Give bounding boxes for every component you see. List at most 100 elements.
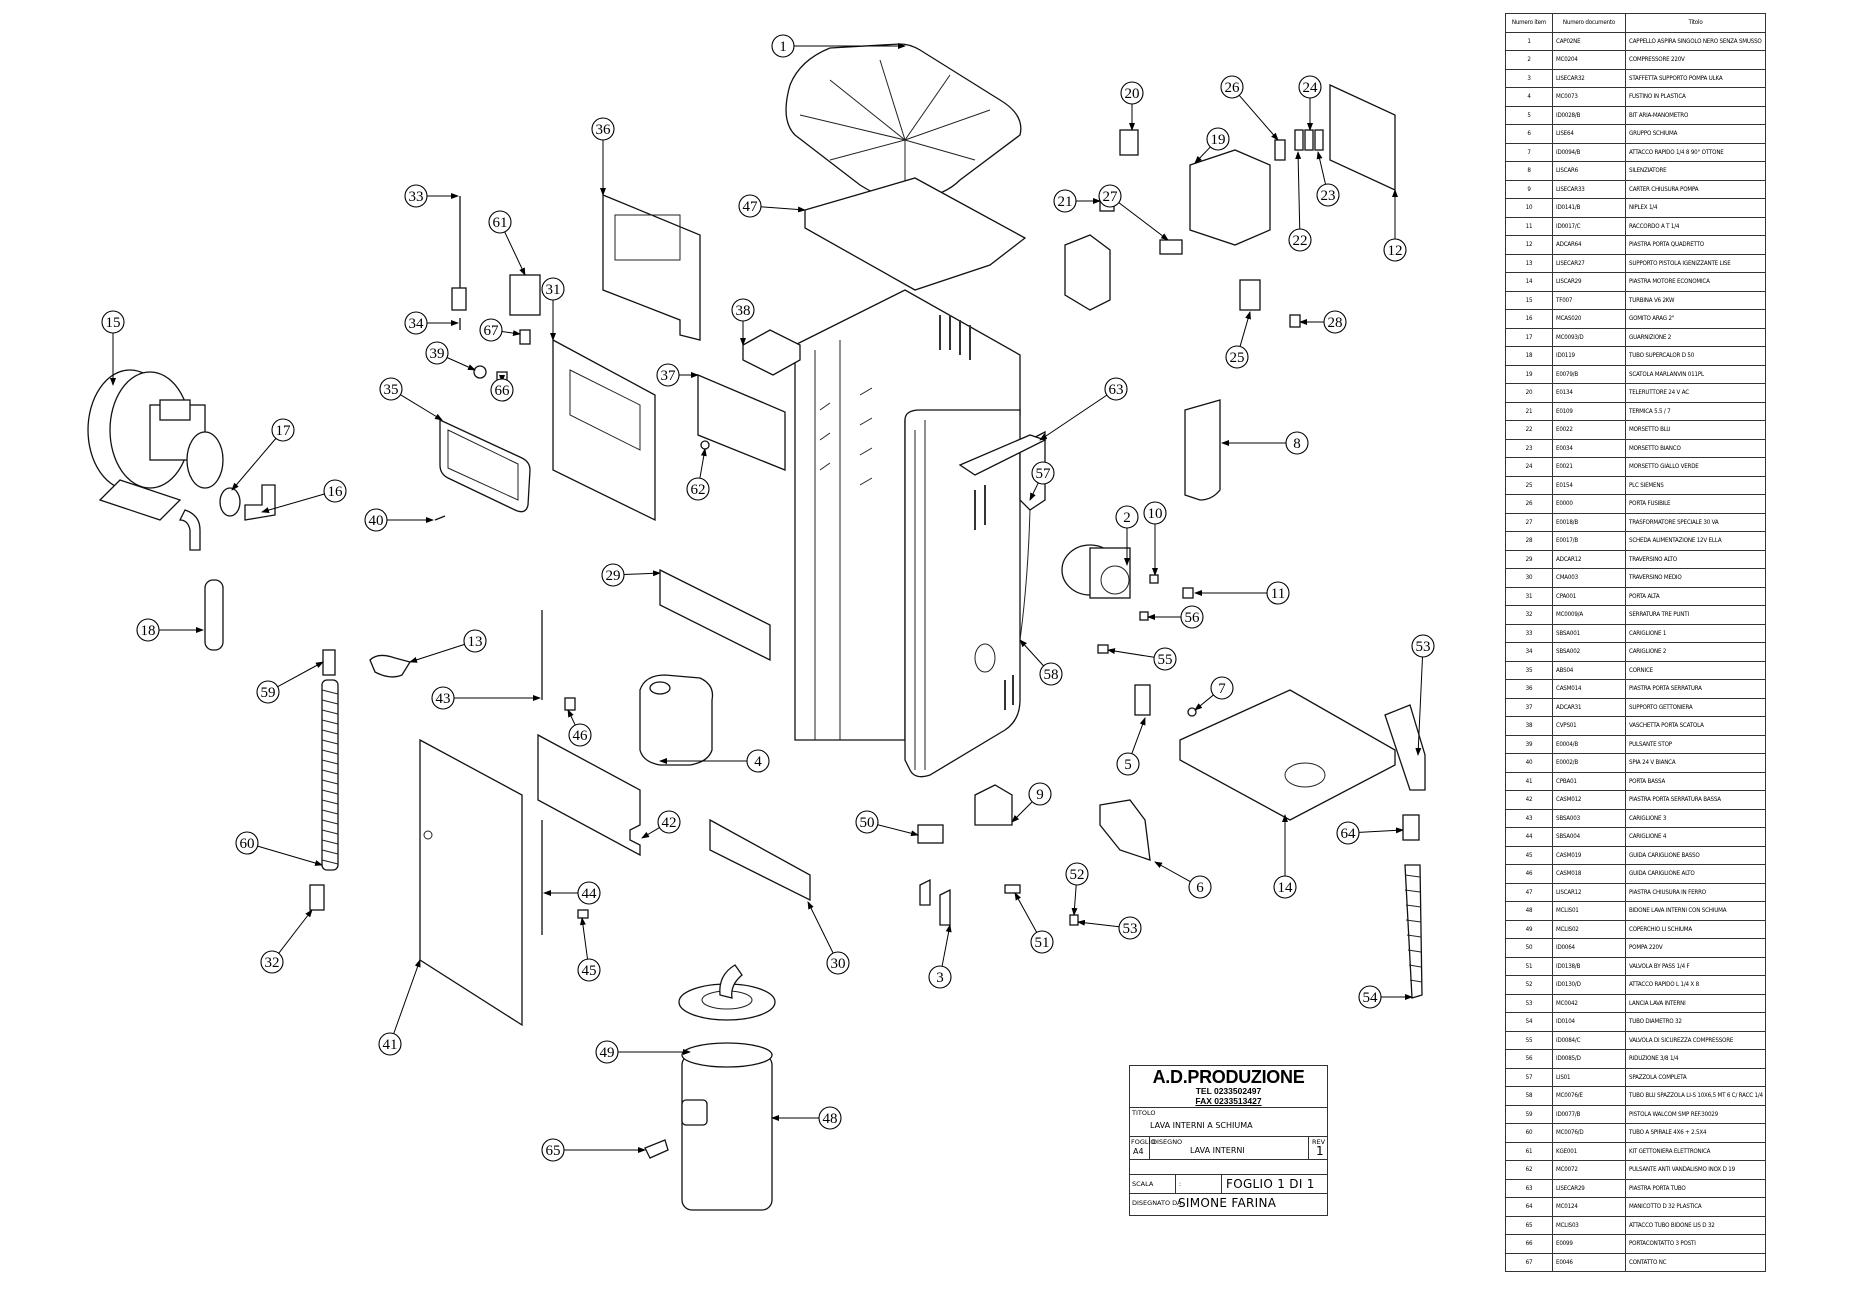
leader-line <box>446 357 476 371</box>
cell-title: PORTACONTATTO 3 POSTI <box>1625 1234 1766 1254</box>
balloon-circle <box>101 310 125 334</box>
balloon-circle <box>1316 183 1340 207</box>
part-quick-coupling-l <box>1069 914 1079 926</box>
cell-item-number: 8 <box>1505 161 1553 181</box>
balloon-circle <box>1098 184 1122 208</box>
balloon-number: 29 <box>606 568 621 584</box>
part-bypass-valve <box>1004 884 1021 894</box>
balloon-circle <box>656 363 680 387</box>
cell-document-number: CMA003 <box>1552 568 1626 588</box>
part-niplex <box>1149 574 1159 584</box>
cell-item-number: 9 <box>1505 179 1553 199</box>
cell-title: TERMICA 5.5 / 7 <box>1625 401 1766 421</box>
cell-title: PORTA FUSIBILE <box>1625 494 1766 514</box>
part-crossbar-top <box>659 568 771 662</box>
cell-document-number: LISCAR29 <box>1552 272 1626 292</box>
part-air-gauge <box>1134 684 1151 716</box>
cell-item-number: 52 <box>1505 975 1553 995</box>
cell-document-number: MCLIS02 <box>1552 919 1626 939</box>
part-closing-plate <box>804 177 1027 291</box>
cell-title: CARTER CHIUSURA POMPA <box>1625 179 1766 199</box>
callout-balloon: 56 <box>1180 605 1204 629</box>
cell-document-number: ADCAR64 <box>1552 235 1626 255</box>
cell-item-number: 42 <box>1505 790 1553 810</box>
callout-balloon: 4 <box>746 749 770 773</box>
cell-title: TRAVERSINO MEDIO <box>1625 568 1766 588</box>
balloon-number: 13 <box>468 634 483 650</box>
cell-document-number: E0002/B <box>1552 753 1626 773</box>
balloon-number: 15 <box>106 315 121 331</box>
part-pump-cover <box>974 784 1013 826</box>
cell-title: ATTACCO TUBO BIDONE LIS D 32 <box>1625 1215 1766 1235</box>
cell-item-number: 54 <box>1505 1012 1553 1032</box>
balloon-number: 45 <box>582 963 597 979</box>
cell-document-number: ID0104 <box>1552 1012 1626 1032</box>
cell-document-number: E0022 <box>1552 420 1626 440</box>
balloon-circle <box>771 34 795 58</box>
balloon-circle <box>1153 647 1177 671</box>
cell-document-number: ID0138/B <box>1552 956 1626 976</box>
leader-line <box>261 493 325 513</box>
cell-item-number: 22 <box>1505 420 1553 440</box>
balloon-number: 28 <box>1328 315 1343 331</box>
balloon-circle <box>136 618 160 642</box>
balloon-circle <box>1039 662 1063 686</box>
callout-balloon: 37 <box>656 363 680 387</box>
balloon-circle <box>1053 189 1077 213</box>
balloon-circle <box>601 563 625 587</box>
balloon-circle <box>1120 81 1144 105</box>
balloon-circle <box>271 418 295 442</box>
cell-document-number: LISECAR29 <box>1552 1178 1626 1198</box>
callout-balloon: 10 <box>1143 501 1167 525</box>
balloon-circle <box>488 210 512 234</box>
callout-balloon: 60 <box>235 831 259 855</box>
part-board-plate <box>1329 83 1396 192</box>
balloon-number: 36 <box>596 122 612 138</box>
author-row: DISEGNATO DA SIMONE FARINA <box>1130 1194 1327 1212</box>
cell-title: SPIA 24 V BIANCA <box>1625 753 1766 773</box>
leader-line <box>1358 827 1404 834</box>
cell-item-number: 35 <box>1505 660 1553 680</box>
header-item-number: Numero item <box>1505 13 1553 33</box>
cell-title: CONTATTO NC <box>1625 1252 1766 1272</box>
part-compressor <box>1061 544 1131 599</box>
balloon-circle <box>541 1138 565 1162</box>
balloon-circle <box>490 378 514 402</box>
balloon-circle <box>1028 782 1052 806</box>
balloon-number: 65 <box>546 1143 561 1159</box>
cell-item-number: 65 <box>1505 1215 1553 1235</box>
cell-title: POMPA 220V <box>1625 938 1766 958</box>
cell-item-number: 63 <box>1505 1178 1553 1198</box>
cell-item-number: 55 <box>1505 1030 1553 1050</box>
leader-line <box>699 448 707 479</box>
balloon-number: 7 <box>1218 681 1226 697</box>
callout-balloon: 3 <box>928 965 952 989</box>
callout-balloon: 53 <box>1411 634 1435 658</box>
cell-title: VASCHETTA PORTA SCATOLA <box>1625 716 1766 736</box>
balloon-number: 54 <box>1363 990 1379 1006</box>
part-lock-plate-window <box>614 214 681 261</box>
cell-document-number: MC0072 <box>1552 1160 1626 1180</box>
leader-line <box>393 959 421 1034</box>
cell-item-number: 32 <box>1505 605 1553 625</box>
balloon-number: 22 <box>1293 233 1308 249</box>
cell-document-number: MC0204 <box>1552 50 1626 70</box>
balloon-number: 3 <box>936 970 944 986</box>
cell-document-number: E0134 <box>1552 383 1626 403</box>
cell-title: BIDONE LAVA INTERNI CON SCHIUMA <box>1625 901 1766 921</box>
balloon-circle <box>479 318 503 342</box>
balloon-circle <box>1180 605 1204 629</box>
balloon-number: 55 <box>1158 652 1173 668</box>
callout-balloon: 8 <box>1285 431 1309 455</box>
